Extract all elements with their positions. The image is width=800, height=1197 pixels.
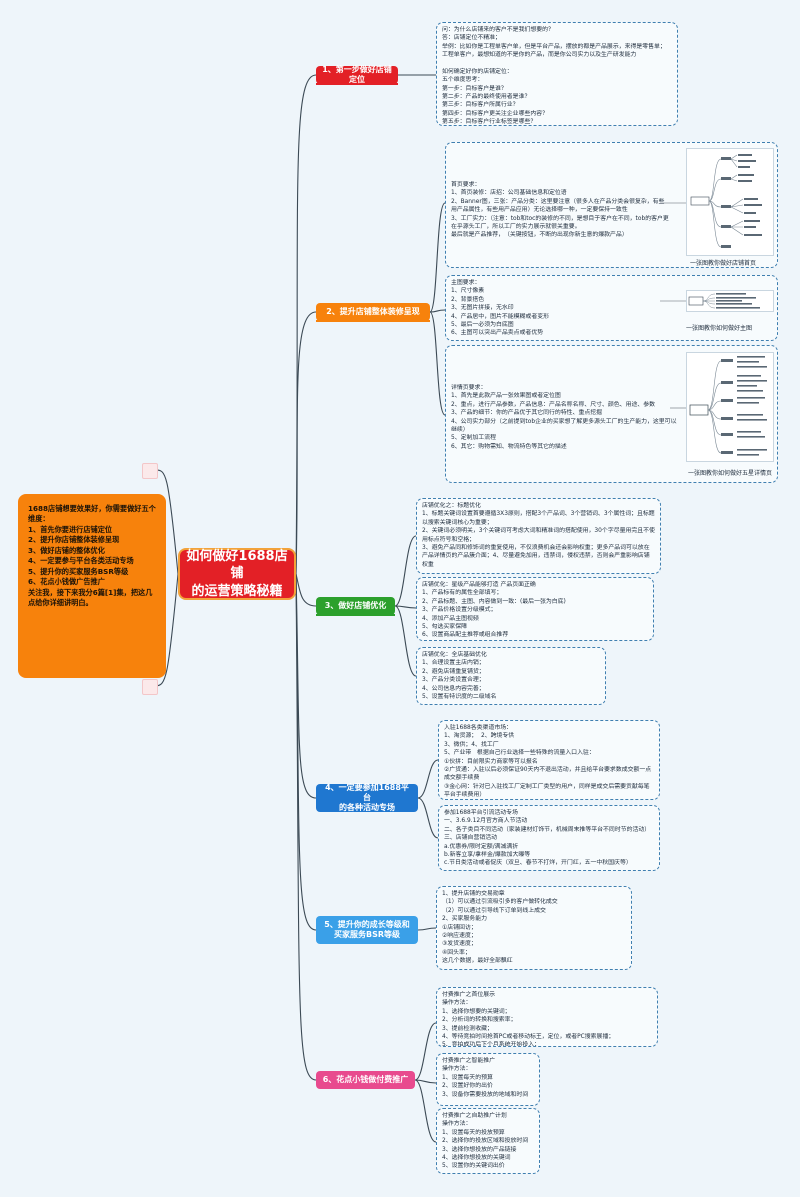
branch-4-platform-events[interactable]: 4、一定要参加1688平台 的各种活动专场 — [316, 783, 418, 812]
center-topic: 如何做好1688店铺 的运营策略秘籍 — [178, 548, 296, 600]
branch-3-store-optimization[interactable]: 3、做好店铺优化 — [316, 597, 395, 615]
branch-6-paid-promotion[interactable]: 6、花点小钱做付费推广 — [316, 1071, 415, 1089]
detail-growth-level: 1、提升店铺的交易勋章 （1）可以通过引流吸引多的客户做转化成交 （2）可以通过… — [436, 886, 632, 970]
homepage-caption: 一张图教你做好店铺首页 — [690, 260, 757, 267]
detail-top-position-promotion: 付费推广之首位展示 操作方法： 1、选择你想要的关键词； 2、分析词的转换和搜索… — [436, 987, 658, 1047]
main-image-mindmap-thumbnail — [686, 290, 774, 312]
branch-5-growth-bsr[interactable]: 5、提升你的成长等级和 买家服务BSR等级 — [316, 916, 418, 944]
detail-smart-promotion: 付费推广之智能推广 操作方法： 1、设置每天的预算 2、设置好你的出价 3、设备… — [436, 1053, 540, 1106]
homepage-text: 首页要求： 1、首页装修：店招：公司基础信息和定位语 2、Banner图，三张：… — [451, 182, 669, 239]
detail-self-service-promotion: 付费推广之自助推广计划 操作方法： 1、设置每天的投放预算 2、选择你的投放区域… — [436, 1108, 540, 1174]
left-stub-top — [142, 463, 158, 479]
detail-store-basic-optimization: 店铺优化：全店基础优化 1、合理设置主店内销； 2、避免店铺重复铺货； 3、产品… — [416, 647, 606, 705]
detail-page-text: 详情页要求： 1、首先是此款产品一张效果图或者定位图 2、重点，进行产品参数，产… — [451, 385, 677, 450]
branch-2-store-decoration[interactable]: 2、提升店铺整体装修呈现 — [316, 303, 430, 321]
left-stub-bottom — [142, 679, 158, 695]
detail-page-caption: 一张图教你如何做好五星详情页 — [688, 470, 773, 477]
main-image-text: 主图要求： 1、尺寸像素 2、背景搭色 3、无图片拼接，无水印 4、产品居中，图… — [451, 280, 549, 337]
detail-channel-markets: 入驻1688各类渠道市场： 1、淘货源； 2、跨境专供 3、微供；4、找工厂 5… — [438, 720, 660, 800]
main-image-caption: 一张图教你如何做好主图 — [686, 325, 753, 332]
homepage-mindmap-thumbnail — [686, 148, 774, 256]
left-summary-note: 1688店铺想要效果好，你需要做好五个维度： 1、首先你要进行店铺定位 2、提升… — [18, 494, 166, 678]
detail-title-optimization: 店铺优化之：标题优化 1、标题关键词设置首要遵循3X3原则，搭配3个产品词、3个… — [416, 498, 661, 574]
detail-platform-traffic-events: 参加1688平台引流活动专场 一、3.6.9.12月官方商人节活动 二、各子类目… — [438, 805, 660, 871]
detail-page-mindmap-thumbnail — [686, 352, 774, 462]
detail-store-positioning: 问：为什么店铺来的客户不是我们想要的？ 答：店铺定位不精准； 举例：比如你是工程… — [436, 22, 678, 126]
detail-star-product-optimization: 店铺优化：星级产品能够打造 产品页面正确 1、产品标有的属性全部填写； 2、产品… — [416, 577, 654, 641]
branch-1-store-positioning[interactable]: 1、第一步做好店铺定位 — [316, 65, 398, 84]
